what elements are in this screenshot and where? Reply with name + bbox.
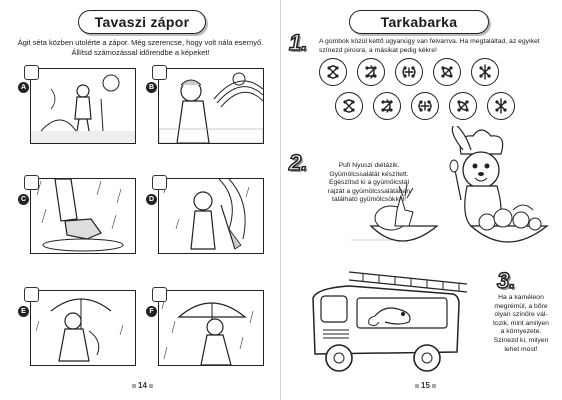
panel-e-number-box[interactable] (24, 287, 39, 302)
panel-c (30, 178, 136, 254)
task-2-number: 2. (288, 149, 308, 176)
task-2-text: Pufi Nyuszi diétázik. Gyümölcssalátát ké… (309, 162, 429, 205)
task-3-line: a környezete. (500, 328, 542, 336)
panel-a-number-box[interactable] (24, 65, 39, 80)
sewn-button[interactable] (449, 92, 477, 120)
task-3-line: lehet most! (504, 345, 538, 353)
panel-a-letter: A (18, 82, 29, 93)
panel-e-drawing (35, 298, 124, 362)
fire-truck-chameleon-illustration (312, 271, 468, 372)
sewn-button[interactable] (357, 58, 385, 86)
panel-c-letter: C (18, 194, 29, 205)
task-3-line: olyan színűre vál- (494, 311, 548, 319)
instruction-line-1: Ágit séta közben utolérte a zápor. Még s… (17, 38, 264, 47)
task-3-line: Színezd ki, milyen (493, 336, 549, 344)
right-page: Tarkabarka 1. A gombok közül kettő ugyan… (281, 0, 562, 400)
left-page-number-text: 14 (138, 381, 147, 390)
bunny-fruit-illustration (351, 126, 549, 243)
task-3-line: tozik, mint amilyen (493, 319, 549, 327)
task-3-line: Ha a kaméleon (498, 294, 544, 301)
panel-d-number-box[interactable] (152, 175, 167, 190)
left-page-number: 14 (130, 381, 155, 390)
sewn-button[interactable] (373, 92, 401, 120)
panel-a-drawing (31, 74, 135, 143)
panel-f-drawing (161, 296, 254, 365)
task-1-text: A gombok közül kettő ugyanúgy van felvar… (319, 38, 555, 55)
sewn-button[interactable] (487, 92, 515, 120)
panel-e-letter: E (18, 306, 29, 317)
panel-b-number-box[interactable] (152, 65, 167, 80)
task-3-text: Ha a kaméleon megrémül, a bőre olyan szí… (481, 294, 561, 354)
sewn-button[interactable] (471, 58, 499, 86)
panel-d (158, 178, 264, 254)
panel-c-drawing (36, 179, 124, 252)
right-page-number-text: 15 (421, 381, 430, 390)
panel-f (158, 290, 264, 366)
right-page-title: Tarkabarka (349, 10, 489, 34)
sewn-button[interactable] (411, 92, 439, 120)
button-grid (281, 56, 562, 124)
sewn-button[interactable] (433, 58, 461, 86)
task-2-line: található gyümölcsökkel! (331, 196, 407, 204)
task-3-number: 3. (496, 267, 516, 294)
left-page-title: Tavaszi zápor (78, 10, 206, 34)
panel-d-drawing (163, 179, 250, 250)
task-3-line: megrémül, a bőre (494, 302, 548, 310)
page-number-decor (148, 383, 153, 388)
page-number-decor (415, 383, 419, 388)
panel-e (30, 290, 136, 366)
page-number-decor (132, 383, 136, 388)
task-2-line: rajzát a gyümölcssalátában (327, 187, 411, 195)
task-1-number: 1. (288, 29, 308, 56)
right-page-number: 15 (413, 381, 438, 390)
panel-b-letter: B (146, 82, 157, 93)
panel-d-letter: D (146, 194, 157, 205)
task-1-text-line-2: színezd pirosra, a másikat pedig kékre! (319, 46, 437, 54)
task-2-line: Pufi Nyuszi diétázik. (338, 162, 400, 169)
task-1-text-line-1: A gombok közül kettő ugyanúgy van felvar… (319, 38, 540, 45)
panel-f-number-box[interactable] (152, 287, 167, 302)
sewn-button[interactable] (395, 58, 423, 86)
task-2-line: Egészítsd ki a gyümölcstál (328, 179, 410, 187)
sewn-button[interactable] (319, 58, 347, 86)
left-page-instruction: Ágit séta közben utolérte a zápor. Még s… (8, 38, 273, 57)
sewn-button[interactable] (335, 92, 363, 120)
left-page: Tavaszi zápor Ágit séta közben utolérte … (8, 10, 273, 390)
task-2-line: Gyümölcssalátát készített. (329, 170, 409, 178)
panel-c-number-box[interactable] (24, 175, 39, 190)
instruction-line-2: Állítsd számozással időrendbe a képeket! (71, 47, 210, 57)
panel-f-letter: F (146, 306, 157, 317)
panel-b (158, 68, 264, 144)
panel-b-drawing (159, 72, 263, 143)
panel-a (30, 68, 136, 144)
page-number-decor (431, 383, 436, 388)
